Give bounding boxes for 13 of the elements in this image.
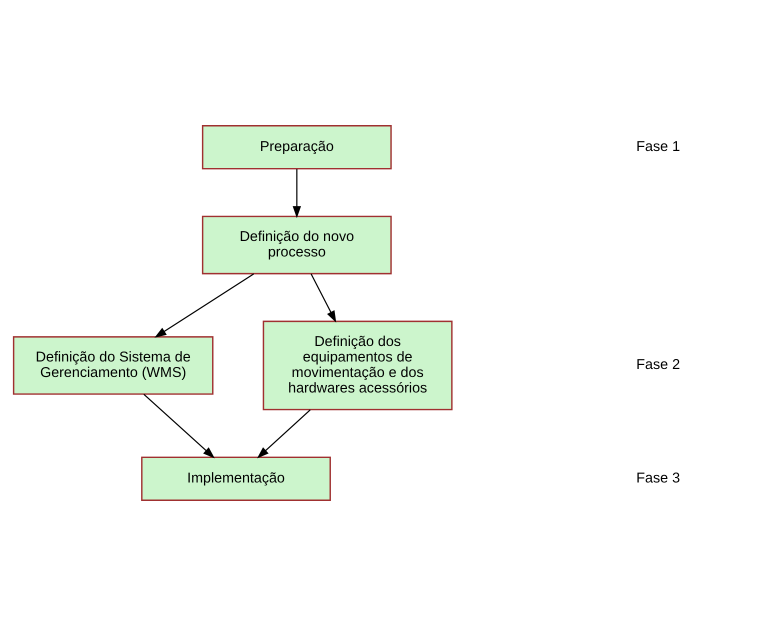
arrow xyxy=(154,273,254,338)
node-box: Definição do novo processo xyxy=(202,216,392,274)
arrow xyxy=(310,274,336,323)
arrow xyxy=(257,409,311,458)
arrow xyxy=(292,169,302,218)
node-box: Preparação xyxy=(202,125,392,170)
label: Fase 1 xyxy=(636,138,680,155)
node-box: Definição do Sistema de Gerenciamento (WMS) xyxy=(12,336,214,395)
arrow xyxy=(143,394,215,458)
label: Fase 2 xyxy=(636,357,680,374)
node-box: Definição dos equipamentos de movimentação e dos hardwares acessórios xyxy=(262,320,453,410)
node-box: Implementação xyxy=(141,456,331,501)
label: Fase 3 xyxy=(636,470,680,486)
